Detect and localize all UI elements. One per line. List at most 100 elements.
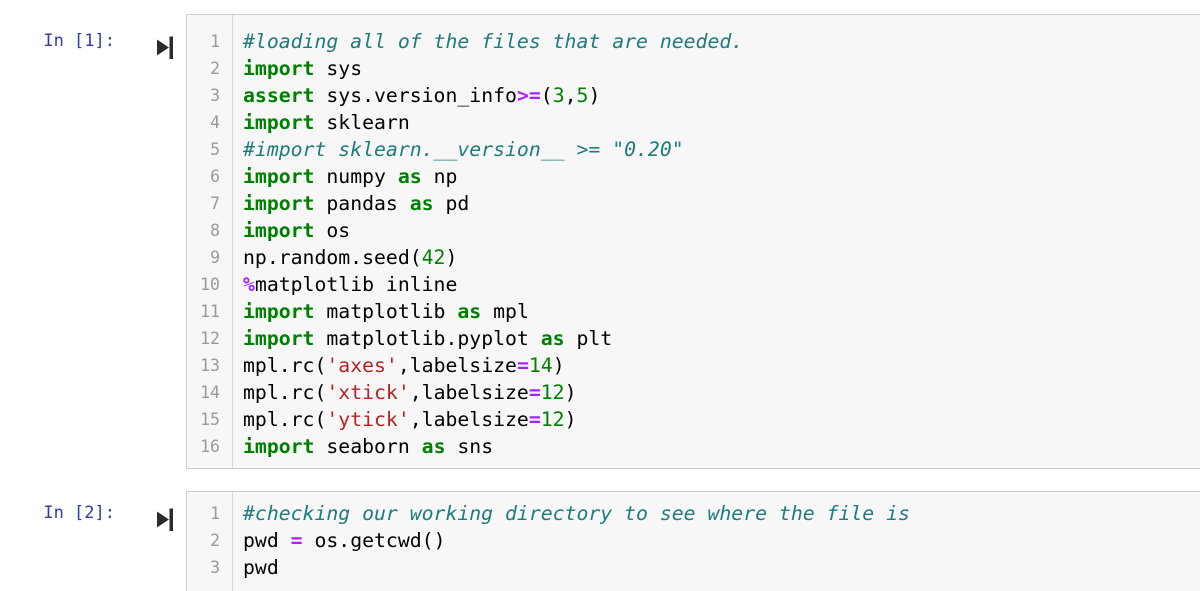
code-token-op: = xyxy=(290,529,303,552)
input-prompt: In [1]: xyxy=(43,31,115,51)
code-line: import matplotlib as mpl xyxy=(243,298,1200,325)
code-token-str: 'xtick' xyxy=(326,381,410,404)
code-lines[interactable]: #loading all of the files that are neede… xyxy=(233,15,1200,468)
line-number: 2 xyxy=(210,59,220,78)
code-token-num: 14 xyxy=(528,354,553,377)
line-number: 3 xyxy=(210,558,220,577)
line-number: 11 xyxy=(200,302,220,321)
code-token-plain: ,labelsize xyxy=(409,381,529,404)
code-token-plain: mpl.rc( xyxy=(243,408,327,431)
code-token-plain: matplotlib xyxy=(314,300,458,323)
code-token-plain: np.random.seed( xyxy=(243,246,422,269)
code-token-plain: ) xyxy=(552,354,565,377)
code-token-plain: sys.version_info xyxy=(314,84,517,107)
code-token-plain: ( xyxy=(540,84,553,107)
code-line: np.random.seed(42) xyxy=(243,244,1200,271)
code-token-num: 3 xyxy=(552,84,565,107)
line-number: 14 xyxy=(200,383,220,402)
code-token-com: #loading all of the files that are neede… xyxy=(243,30,744,53)
code-token-plain: ) xyxy=(445,246,458,269)
run-cell-icon[interactable] xyxy=(156,508,174,532)
code-token-plain: mpl xyxy=(481,300,529,323)
code-line: import sklearn xyxy=(243,109,1200,136)
code-token-kw: import xyxy=(243,435,315,458)
line-number: 7 xyxy=(210,194,220,213)
code-token-op: = xyxy=(528,408,541,431)
notebook-cell: In [2]: 1 2 3 #checking our working direct… xyxy=(0,491,1200,591)
code-token-str: 'ytick' xyxy=(326,408,410,431)
code-token-kw: as xyxy=(409,192,434,215)
line-number: 1 xyxy=(210,32,220,51)
code-token-plain: os.getcwd() xyxy=(302,529,446,552)
code-line: import seaborn as sns xyxy=(243,433,1200,460)
code-token-plain: ) xyxy=(588,84,601,107)
line-number: 12 xyxy=(200,329,220,348)
code-token-plain: np xyxy=(421,165,458,188)
code-token-plain: matplotlib inline xyxy=(254,273,458,296)
code-token-plain: pd xyxy=(433,192,470,215)
prompt-column: In [1]: xyxy=(0,14,186,469)
code-token-op: = xyxy=(528,381,541,404)
code-token-plain: pwd xyxy=(243,529,291,552)
line-number: 8 xyxy=(210,221,220,240)
code-token-kw: as xyxy=(457,300,482,323)
line-number-gutter: 1 2 3 xyxy=(187,492,233,591)
code-token-plain: , xyxy=(564,84,577,107)
code-token-kw: import xyxy=(243,300,315,323)
line-number: 5 xyxy=(210,140,220,159)
code-token-kw: as xyxy=(421,435,446,458)
line-number: 6 xyxy=(210,167,220,186)
code-token-kw: assert xyxy=(243,84,315,107)
code-line: import numpy as np xyxy=(243,163,1200,190)
code-input-area[interactable]: 1 2 3 #checking our working directory to s… xyxy=(186,491,1200,591)
code-token-kw: import xyxy=(243,192,315,215)
code-token-op: >= xyxy=(516,84,541,107)
code-token-plain: matplotlib.pyplot xyxy=(314,327,541,350)
code-token-kw: import xyxy=(243,327,315,350)
code-token-str: 'axes' xyxy=(326,354,398,377)
code-line: mpl.rc('ytick',labelsize=12) xyxy=(243,406,1200,433)
code-token-num: 12 xyxy=(540,408,565,431)
code-token-plain: ) xyxy=(564,381,577,404)
code-lines[interactable]: #checking our working directory to see w… xyxy=(233,492,1200,591)
code-token-kw: import xyxy=(243,57,315,80)
line-number: 13 xyxy=(200,356,220,375)
code-token-plain: pandas xyxy=(314,192,410,215)
code-token-plain: ,labelsize xyxy=(409,408,529,431)
code-token-plain: ) xyxy=(564,408,577,431)
line-number: 3 xyxy=(210,86,220,105)
code-token-kw: import xyxy=(243,165,315,188)
code-line: assert sys.version_info>=(3,5) xyxy=(243,82,1200,109)
line-number: 4 xyxy=(210,113,220,132)
code-line: import pandas as pd xyxy=(243,190,1200,217)
code-line: mpl.rc('xtick',labelsize=12) xyxy=(243,379,1200,406)
code-token-num: 5 xyxy=(576,84,589,107)
code-line: mpl.rc('axes',labelsize=14) xyxy=(243,352,1200,379)
line-number: 15 xyxy=(200,410,220,429)
code-line: import sys xyxy=(243,55,1200,82)
code-token-kw: import xyxy=(243,219,315,242)
code-token-kw: as xyxy=(397,165,422,188)
input-prompt: In [2]: xyxy=(43,503,115,523)
code-token-plain: numpy xyxy=(314,165,398,188)
run-cell-icon[interactable] xyxy=(156,36,174,60)
code-line: import os xyxy=(243,217,1200,244)
line-number: 2 xyxy=(210,531,220,550)
code-token-num: 42 xyxy=(421,246,446,269)
code-token-plain: ,labelsize xyxy=(397,354,517,377)
code-line: #checking our working directory to see w… xyxy=(243,500,1200,527)
code-token-plain: mpl.rc( xyxy=(243,381,327,404)
code-token-plain: pwd xyxy=(243,556,279,579)
code-token-plain: sklearn xyxy=(314,111,410,134)
code-token-plain: os xyxy=(314,219,351,242)
code-line: pwd xyxy=(243,554,1200,581)
code-token-com: #checking our working directory to see w… xyxy=(243,502,910,525)
line-number: 1 xyxy=(210,504,220,523)
code-token-num: 12 xyxy=(540,381,565,404)
code-token-plain: sns xyxy=(445,435,494,458)
code-line: #loading all of the files that are neede… xyxy=(243,28,1200,55)
code-token-plain: plt xyxy=(564,327,613,350)
